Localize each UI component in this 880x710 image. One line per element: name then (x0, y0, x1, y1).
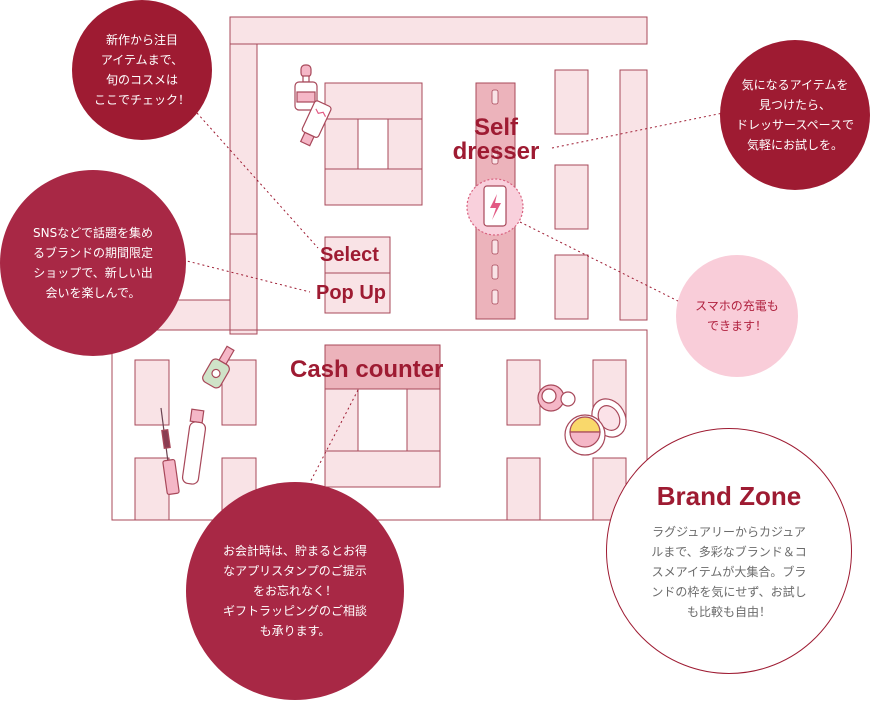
bubble-sns-text: SNSなどで話題を集め るブランドの期間限定 ショップで、新しい出 会いを楽しん… (32, 226, 153, 300)
shelf-right-1 (554, 69, 589, 135)
bubble-new-items-text: 新作から注目 アイテムまで、 旬のコスメは ここでチェック！ (93, 33, 190, 107)
popup-label: Pop Up (316, 282, 386, 304)
bubble-brand-text: ラグジュアリーからカジュア ルまで、多彩なブランド＆コ スメアイテムが大集合。ブ… (651, 524, 807, 619)
select-label: Select (320, 244, 379, 266)
shelf-lower-1 (134, 359, 170, 426)
brand-shelf-3 (506, 457, 541, 521)
cash-counter-label: Cash counter (290, 356, 444, 383)
cash-counter-right (406, 388, 441, 452)
popup-shelf-2 (324, 272, 391, 314)
bubble-cash: お会計時は、貯まるとお得 なアプリスタンプのご提示 をお忘れなく！ ギフトラッピ… (186, 482, 404, 700)
shelf-right-2 (554, 164, 589, 230)
shelf-right-3 (554, 254, 589, 320)
brand-zone-title: Brand Zone (656, 480, 802, 511)
mascara-icon (160, 407, 180, 496)
wall-left-mid (229, 233, 258, 335)
wall-left-upper (229, 43, 258, 235)
cash-counter-top (324, 344, 441, 390)
cream-tube-icon (299, 100, 332, 147)
bubble-sns: SNSなどで話題を集め るブランドの期間限定 ショップで、新しい出 会いを楽しん… (0, 170, 186, 356)
compact-powder-icon (564, 398, 627, 456)
cream-jar-icon (537, 384, 576, 412)
self-dresser-label: Self dresser (452, 114, 540, 165)
lip-gloss-icon (181, 408, 207, 485)
nail-polish-icon (202, 345, 235, 389)
bubble-charging-text: スマホの充電も できます！ (695, 299, 779, 333)
display-upper-right (387, 118, 423, 170)
bubble-charging: スマホの充電も できます！ (676, 255, 798, 377)
bubble-cash-text: お会計時は、貯まるとお得 なアプリスタンプのご提示 をお忘れなく！ ギフトラッピ… (222, 544, 367, 638)
wall-lower (111, 329, 648, 521)
bubble-new-items: 新作から注目 アイテムまで、 旬のコスメは ここでチェック！ (72, 0, 212, 140)
display-upper-left (324, 118, 359, 170)
serum-bottle-icon (294, 64, 318, 111)
wall-right (619, 69, 648, 321)
display-upper-top (324, 82, 423, 120)
cash-counter-left (324, 388, 359, 452)
bubble-brand-zone: Brand Zone ラグジュアリーからカジュア ルまで、多彩なブランド＆コ ス… (606, 428, 852, 674)
cash-counter-bottom (324, 450, 441, 488)
phone-charging-icon (483, 185, 507, 227)
brand-shelf-1 (506, 359, 541, 426)
bubble-dresser: 気になるアイテムを 見つけたら、 ドレッサースペースで 気軽にお試しを。 (720, 40, 870, 190)
bubble-dresser-text: 気になるアイテムを 見つけたら、 ドレッサースペースで 気軽にお試しを。 (736, 78, 854, 152)
wall-top (229, 16, 648, 45)
display-upper-bottom (324, 168, 423, 206)
